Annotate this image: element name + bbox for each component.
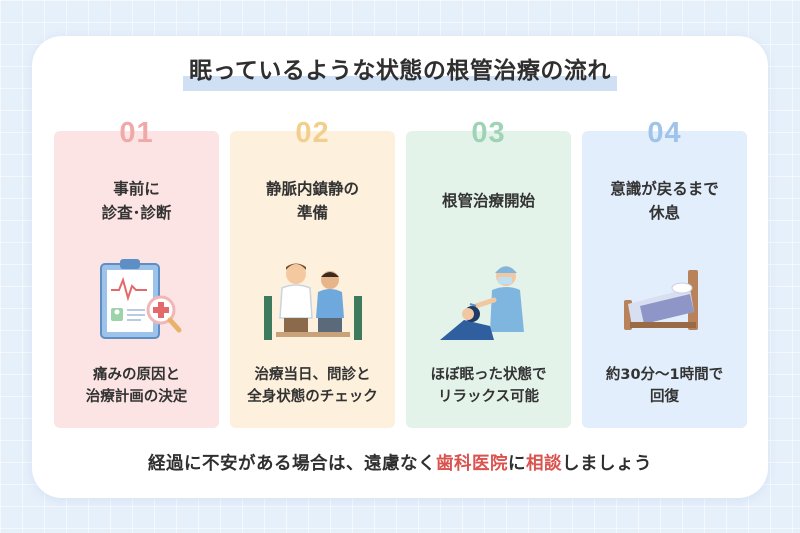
step-card-4: 04 意識が戻るまで 休息 約30分〜1時間で 回復 [582,117,747,428]
footer-highlight-clinic: 歯科医院 [436,454,508,474]
steps-row: 01 事前に 診査･診断 [54,117,748,428]
footer-text-before: 経過に不安がある場合は、遠慮なく [148,454,436,474]
clipboard-medical-icon [54,251,219,351]
doctor-consultation-icon [230,251,395,351]
main-panel: 眠っているような状態の根管治療の流れ 01 事前に 診査･診断 [32,36,768,498]
dental-treatment-icon [406,251,571,351]
step-number: 01 [119,117,154,149]
footer-text-after: しましょう [562,454,652,474]
step-heading: 事前に 診査･診断 [101,179,172,222]
footer-message: 経過に不安がある場合は、遠慮なく歯科医院に相談しましょう [32,450,768,475]
step-description: 約30分〜1時間で 回復 [605,367,724,405]
step-number: 02 [295,117,330,149]
step-card-2: 02 静脈内鎮静の 準備 治療当日、問診と 全身状態のチェック [230,117,395,428]
step-heading: 静脈内鎮静の 準備 [265,179,359,222]
footer-text-middle: に [508,454,526,474]
step-heading: 意識が戻るまで 休息 [610,179,719,222]
step-card-3: 03 根管治療開始 ほぼ眠った状態で リラックス可能 [406,117,571,428]
step-heading: 根管治療開始 [441,191,535,210]
footer-highlight-consult: 相談 [526,454,562,474]
step-description: 痛みの原因と 治療計画の決定 [85,367,188,405]
step-description: ほぼ眠った状態で リラックス可能 [430,367,547,405]
step-description: 治療当日、問診と 全身状態のチェック [247,367,378,405]
step-number: 03 [471,117,506,149]
title-wrap: 眠っているような状態の根管治療の流れ [32,51,768,91]
bed-icon [582,251,747,351]
step-number: 04 [647,117,682,149]
step-card-1: 01 事前に 診査･診断 [54,117,219,428]
page-title: 眠っているような状態の根管治療の流れ [183,51,617,91]
